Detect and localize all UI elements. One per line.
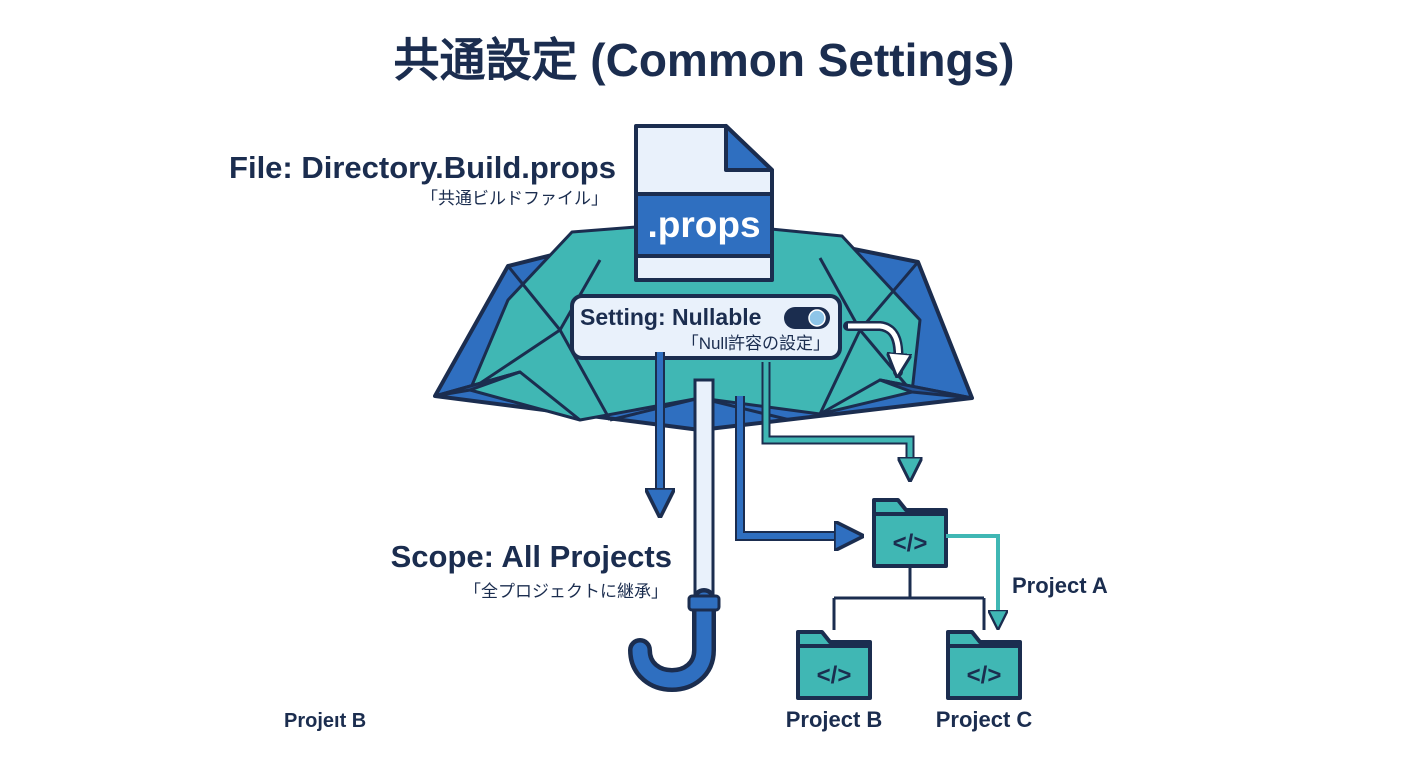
project-a-label: Project A: [1012, 573, 1108, 598]
tree-connector: [832, 566, 986, 630]
code-folder-icon[interactable]: </>: [872, 498, 948, 568]
code-folder-icon[interactable]: </>: [796, 630, 872, 700]
umbrella-icon: [433, 216, 974, 692]
svg-text:</>: </>: [893, 530, 928, 557]
file-label: File: Directory.Build.props: [229, 150, 616, 185]
scope-sublabel: 「全プロジェクトに継承」: [464, 582, 668, 601]
code-folder-icon[interactable]: </>: [946, 630, 1022, 700]
arrow-project-a-to-c: [946, 534, 998, 622]
project-b-label: Project B: [786, 707, 883, 732]
setting-card: [570, 294, 842, 360]
toggle-switch-icon[interactable]: [784, 307, 830, 329]
scope-label: Scope: All Projects: [391, 539, 672, 574]
setting-sublabel: 「Null許容の設定」: [682, 334, 830, 353]
svg-text:</>: </>: [817, 662, 852, 689]
setting-label: Setting: Nullable: [580, 304, 761, 330]
stray-project-label: Projeıt B: [284, 710, 366, 732]
teal-arrow-to-project-a: [763, 362, 910, 472]
file-sublabel: 「共通ビルドファイル」: [421, 189, 608, 208]
document-icon: [634, 124, 774, 282]
page-title: 共通設定 (Common Settings): [394, 34, 1015, 86]
setting-loop-arrow: [848, 323, 899, 368]
project-c-label: Project C: [936, 707, 1033, 732]
file-extension-label: .props: [647, 204, 760, 245]
svg-text:</>: </>: [967, 662, 1002, 689]
arrow-to-project-a: [737, 396, 852, 536]
